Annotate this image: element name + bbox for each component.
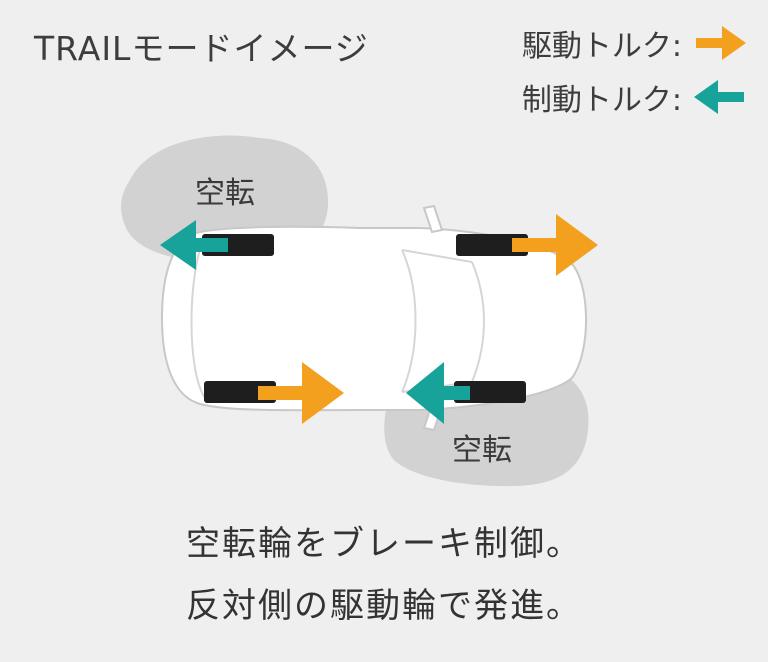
tire-rear-left — [456, 234, 528, 256]
legend-brake-torque: 制動トルク: — [522, 72, 748, 122]
slip-label-rear-right: 空転 — [452, 433, 512, 468]
brake-arrow-front-left — [160, 220, 228, 270]
orange-arrow-right-icon — [696, 26, 746, 60]
caption-line-1: 空転輪をブレーキ制御。 — [186, 524, 582, 564]
mirror-top — [422, 204, 444, 234]
diagram-title: TRAILモードイメージ — [34, 29, 369, 68]
legend-drive-torque: 駆動トルク: — [522, 18, 748, 68]
brake-arrow-rear-right — [406, 362, 470, 424]
legend-drive-label: 駆動トルク: — [521, 29, 682, 64]
drive-arrow-front-right — [258, 362, 344, 424]
caption-line-2: 反対側の駆動輪で発進。 — [186, 586, 582, 626]
slip-label-front-left: 空転 — [195, 176, 255, 211]
drive-arrow-rear-left — [512, 214, 598, 276]
tire-rear-right — [454, 381, 526, 403]
teal-arrow-left-icon — [694, 80, 744, 114]
legend-brake-label: 制動トルク: — [521, 83, 682, 118]
